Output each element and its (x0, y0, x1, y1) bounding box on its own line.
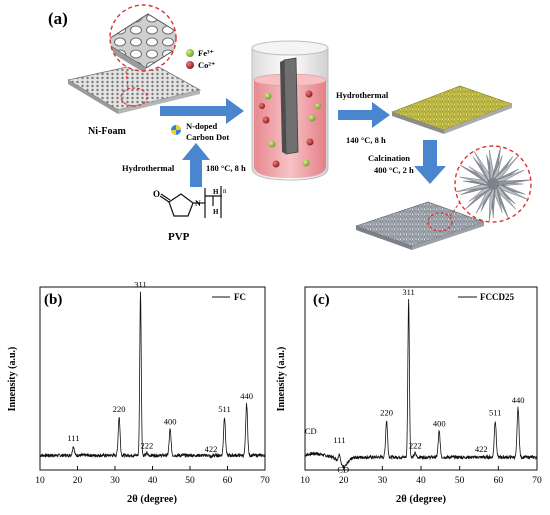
x-tick-label: 40 (416, 476, 426, 486)
svg-text:N: N (195, 199, 201, 208)
peak-label-440: 440 (240, 391, 253, 401)
hydro-right-label: Hydrothermal (336, 90, 389, 100)
x-tick-label: 20 (339, 476, 349, 486)
x-tick-label: 10 (300, 476, 310, 486)
xrd-chart-fc: (b) FC 111 220 311 222 400 422 511 440 10 20 30 40… (7, 282, 270, 505)
peak-label-222: 222 (409, 441, 422, 451)
hydro-right-cond: 140 °C, 8 h (346, 135, 386, 145)
peak-label-400: 400 (164, 417, 177, 427)
urchin-zoom (454, 145, 532, 223)
x-axis-label: 2θ (degree) (127, 494, 177, 505)
y-axis-label: Innensity (a.u.) (7, 347, 18, 412)
panel-label-a: (a) (48, 9, 68, 28)
peak-label-422: 422 (205, 444, 218, 454)
peak-label-511: 511 (218, 404, 230, 414)
peak-label-111: 111 (333, 435, 345, 445)
arrow-to-beaker-icon (160, 98, 244, 124)
panel-label-b: (b) (44, 292, 62, 308)
svg-text:H: H (213, 208, 219, 216)
reaction-beaker (251, 40, 329, 181)
co-ion-label: Co²⁺ (198, 60, 215, 70)
ni-foam-plate (66, 61, 202, 114)
needle-array-plate (391, 85, 513, 134)
x-tick-label: 50 (455, 476, 465, 486)
peak-label-220: 220 (380, 408, 393, 418)
fe-ion-label: Fe³⁺ (198, 48, 214, 58)
peak-label-422: 422 (475, 444, 488, 454)
peak-label-220: 220 (113, 404, 126, 414)
x-tick-label: 10 (35, 476, 45, 486)
svg-text:H: H (213, 188, 219, 196)
peak-label-440: 440 (512, 395, 525, 405)
pvp-label: PVP (168, 231, 190, 243)
calc-label: Calcination (368, 153, 410, 163)
y-axis-label: Innensity (a.u.) (276, 347, 287, 412)
highlight-circle (120, 87, 148, 107)
hydro-left-cond: 180 °C, 8 h (206, 163, 246, 173)
x-tick-label: 70 (532, 476, 542, 486)
panel-label-c: (c) (313, 292, 330, 308)
peak-label-311: 311 (402, 287, 414, 297)
x-tick-label: 60 (223, 476, 233, 486)
x-tick-label: 30 (110, 476, 120, 486)
legend: FC (212, 292, 246, 302)
peak-label-311: 311 (134, 282, 146, 290)
svg-text:O: O (153, 189, 160, 199)
calcined-plate (355, 201, 485, 250)
peak-label-cd: CD (305, 426, 317, 436)
peak-label-400: 400 (433, 419, 446, 429)
pvp-structure (159, 186, 222, 218)
x-tick-label: 50 (185, 476, 195, 486)
xrd-trace (39, 291, 266, 459)
peak-label-511: 511 (489, 408, 501, 418)
x-tick-label: 70 (260, 476, 270, 486)
legend: FCCD25 (458, 292, 514, 302)
arrow-up-icon (182, 143, 210, 187)
arrow-down-icon (414, 140, 446, 184)
ni-foam-zoom (109, 4, 177, 72)
dot-label-1: N-doped (186, 121, 217, 131)
xrd-chart-fccd25: (c) FCCD25 111CD220311222400422511440CD … (276, 286, 542, 505)
hydro-left-label: Hydrothermal (122, 163, 175, 173)
ni-foam-label: Ni-Foam (88, 126, 126, 137)
peak-label-222: 222 (141, 441, 154, 451)
dot-label-2: Carbon Dot (186, 132, 229, 142)
x-tick-label: 60 (494, 476, 504, 486)
x-axis-label: 2θ (degree) (396, 494, 446, 505)
x-tick-label: 40 (148, 476, 158, 486)
legend-label: FCCD25 (480, 292, 514, 302)
x-tick-label: 20 (73, 476, 83, 486)
legend-label: FC (234, 292, 246, 302)
calc-cond: 400 °C, 2 h (374, 165, 414, 175)
carbon-dot-icon (171, 125, 181, 135)
arrow-to-needles-icon (338, 102, 390, 128)
fe-ion-icon (186, 49, 194, 57)
x-tick-label: 30 (378, 476, 388, 486)
co-ion-icon (186, 61, 194, 69)
synthesis-scheme: (a) Ni-Foam Fe³⁺ Co²⁺ N-doped Carbon Dot… (48, 4, 532, 250)
peak-label-111: 111 (67, 433, 79, 443)
polymer-n: n (223, 187, 227, 195)
